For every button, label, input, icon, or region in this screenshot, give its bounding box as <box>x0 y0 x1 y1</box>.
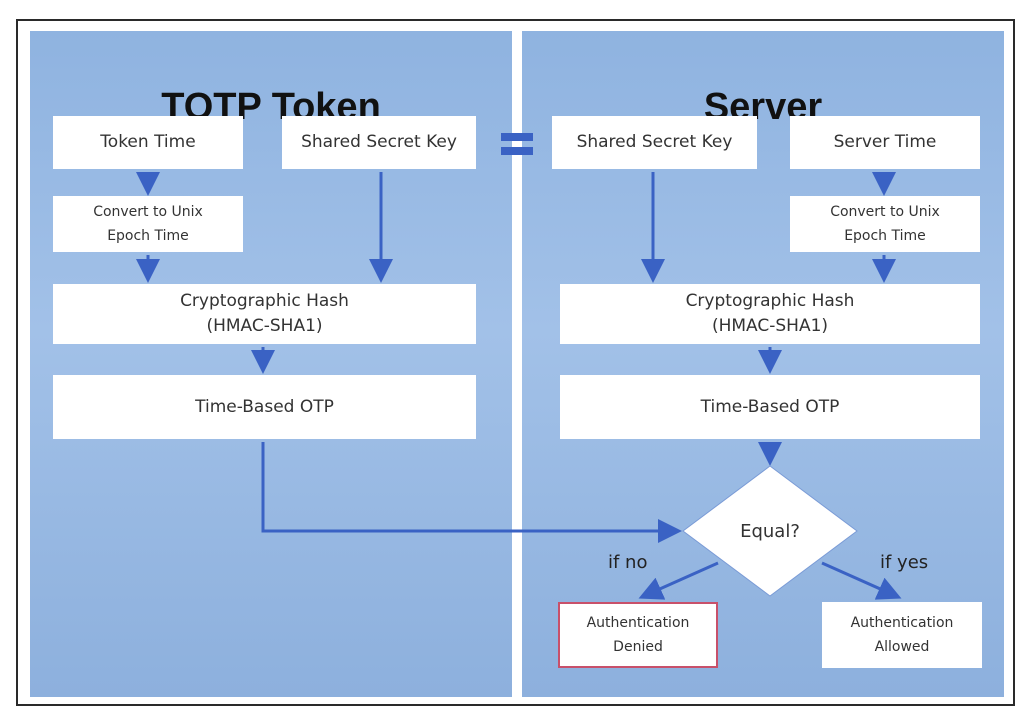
server-otp-box: Time-Based OTP <box>560 375 980 439</box>
arrow-decision-to-allowed <box>821 561 902 600</box>
if-yes-label: if yes <box>880 552 929 573</box>
decision-diamond <box>682 465 858 597</box>
token-time-box: Token Time <box>53 116 243 169</box>
authentication-denied-box: Authentication Denied <box>558 602 718 668</box>
arrow-token-otp-to-decision <box>261 442 682 543</box>
server-hash-box: Cryptographic Hash (HMAC-SHA1) <box>560 284 980 344</box>
decision-label: Equal? <box>740 521 800 542</box>
equals-sign-top-bar <box>501 133 533 141</box>
arrow-decision-to-denied <box>638 561 719 600</box>
authentication-allowed-box: Authentication Allowed <box>822 602 982 668</box>
token-otp-box: Time-Based OTP <box>53 375 476 439</box>
token-convert-epoch-box: Convert to Unix Epoch Time <box>53 196 243 252</box>
server-shared-secret-box: Shared Secret Key <box>552 116 757 169</box>
token-hash-box: Cryptographic Hash (HMAC-SHA1) <box>53 284 476 344</box>
server-convert-epoch-box: Convert to Unix Epoch Time <box>790 196 980 252</box>
equals-sign-bottom-bar <box>501 147 533 155</box>
server-time-box: Server Time <box>790 116 980 169</box>
if-no-label: if no <box>608 552 648 573</box>
token-shared-secret-box: Shared Secret Key <box>282 116 476 169</box>
